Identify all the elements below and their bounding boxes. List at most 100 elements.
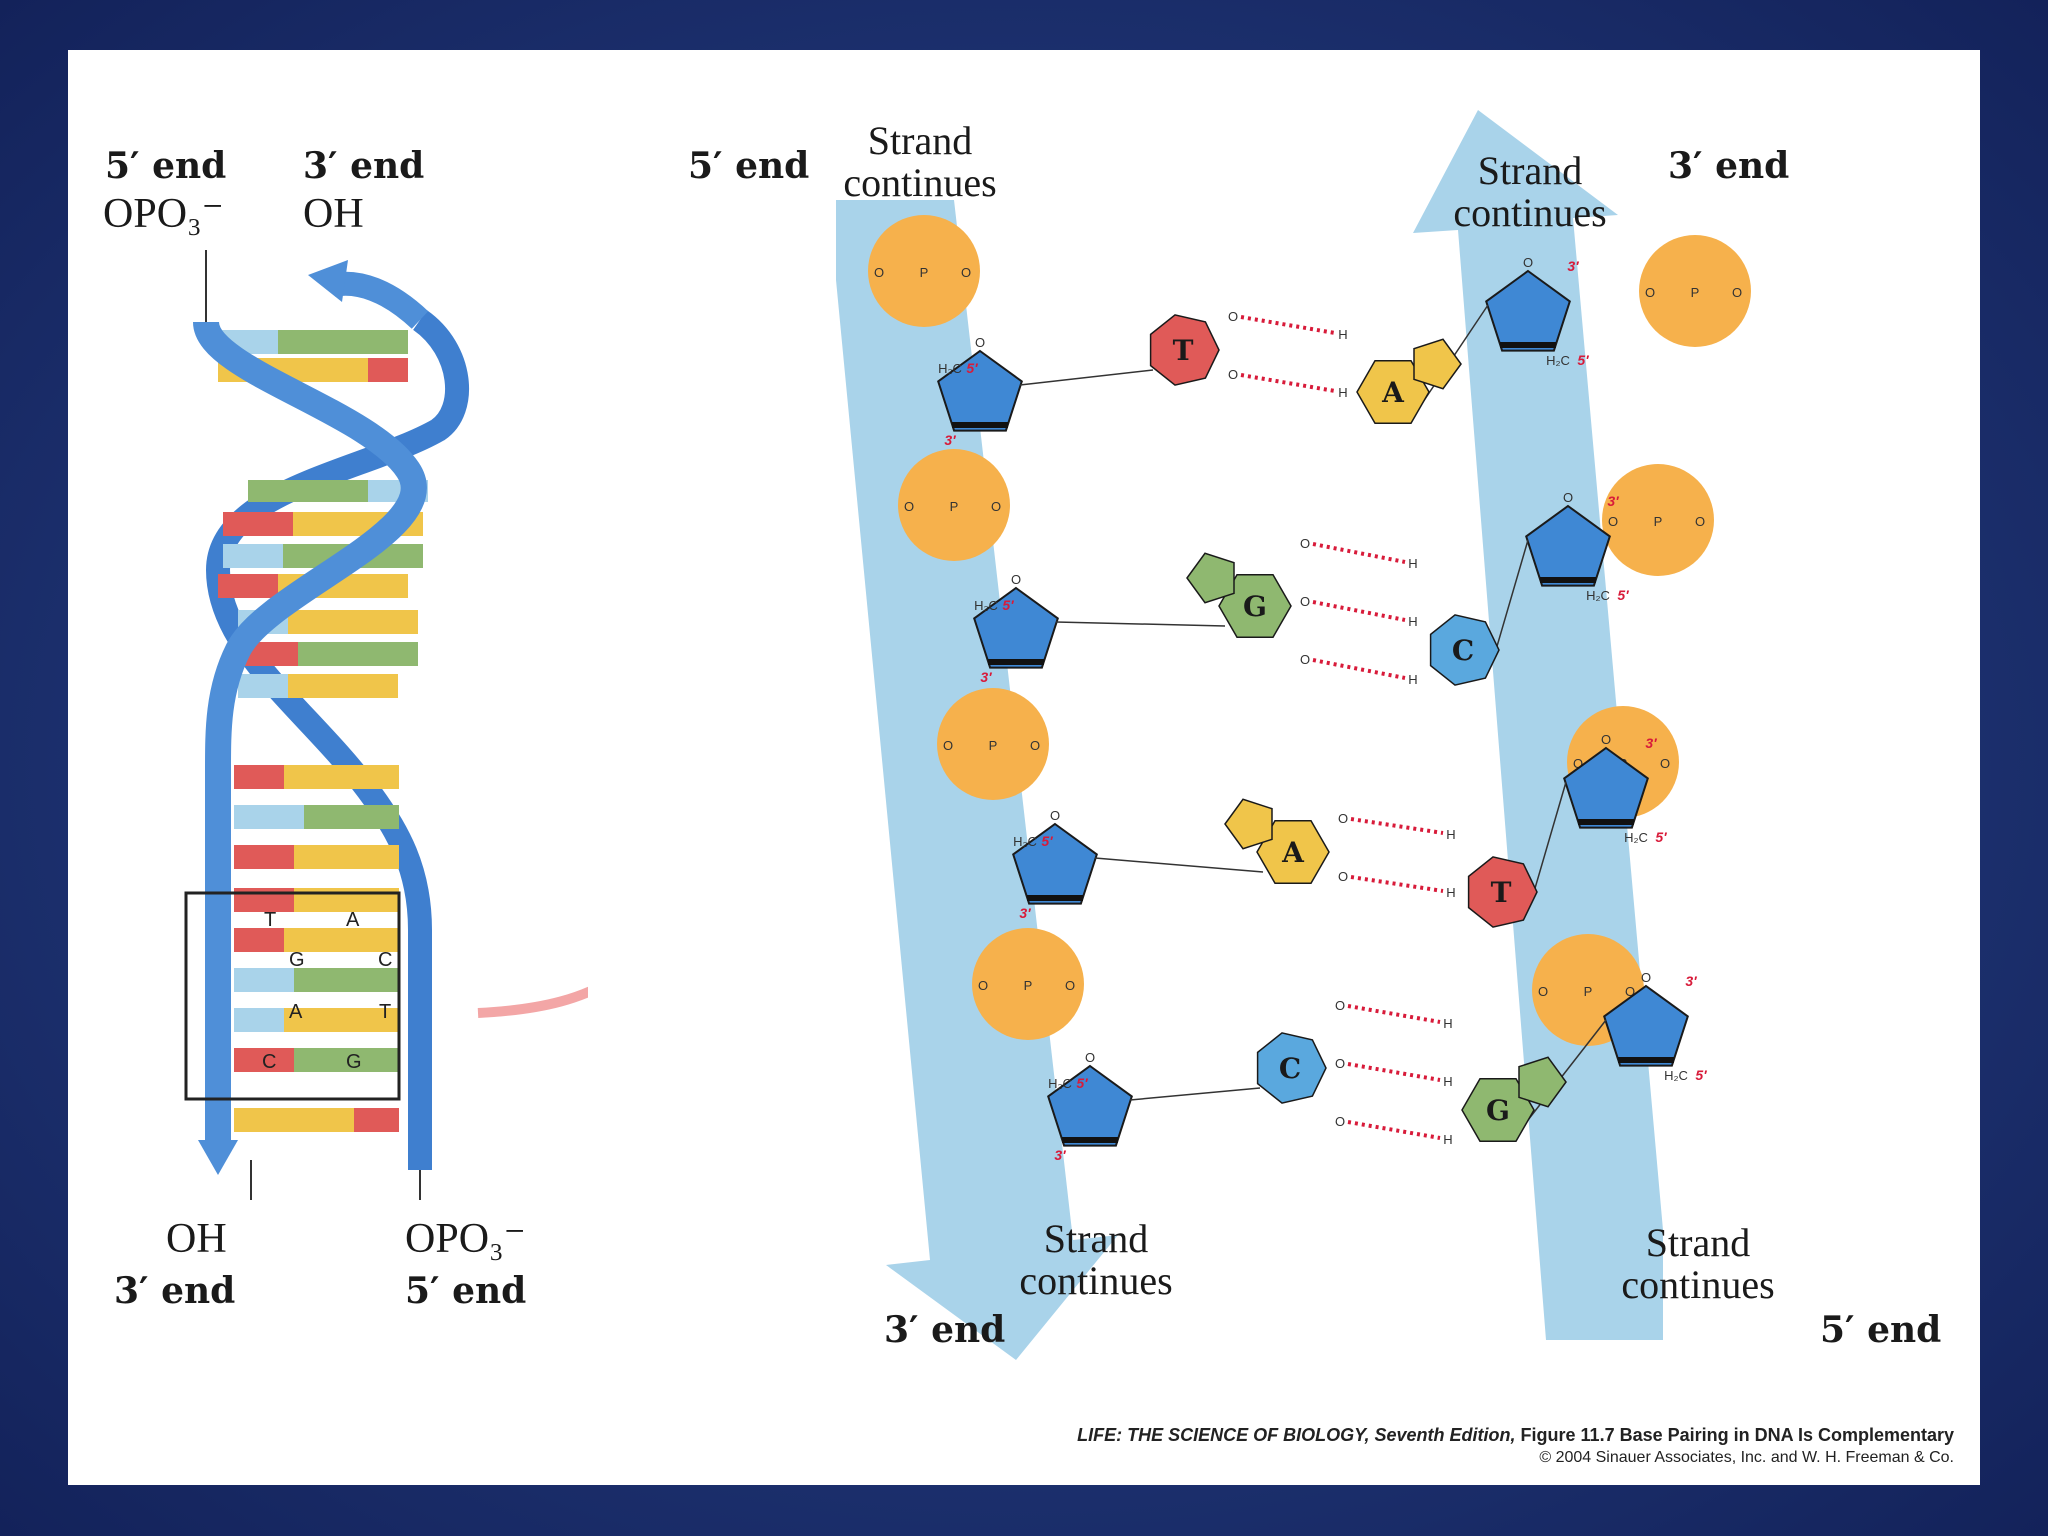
- helix-rungs: [218, 330, 428, 1132]
- sugar-left-4: [1047, 1064, 1133, 1147]
- sugar-left-2: [973, 586, 1059, 669]
- base-right-1-ring2: [1413, 338, 1462, 390]
- phosphate-right-1-o-right: O: [1625, 984, 1635, 999]
- base-right-2: [1429, 614, 1500, 686]
- highlight-box: [184, 891, 401, 1101]
- hbond-3-2-o: O: [1338, 869, 1348, 884]
- sugar-right-2-ch2: H₂C: [1586, 588, 1610, 603]
- hbond-4-2-o: O: [1335, 1056, 1345, 1071]
- sugar-right-2-o: O: [1563, 490, 1573, 505]
- sugar-right-3-3prime: 3′: [1645, 735, 1657, 751]
- base-left-1: [1149, 314, 1220, 386]
- caption-book-title: LIFE: THE SCIENCE OF BIOLOGY, Seventh Ed…: [1077, 1425, 1516, 1445]
- base-right-3-letter: T: [1491, 876, 1512, 909]
- base-right-2-letter: C: [1452, 634, 1474, 667]
- sugar-right-4-ch2: H₂C: [1664, 1068, 1688, 1083]
- boxed-pair-3-left: A: [289, 1001, 303, 1023]
- sugar-right-3-5prime: 5′: [1655, 829, 1667, 845]
- helix-bottom-left-group: OH: [166, 1216, 227, 1262]
- strand-continues-bottom-left: Strand continues: [1019, 1216, 1173, 1303]
- hbond-2-3: [1312, 658, 1406, 680]
- hbond-2-2: [1312, 600, 1406, 622]
- phosphate-right-1-o-left: O: [1538, 984, 1548, 999]
- base-left-3-letter: A: [1281, 836, 1305, 869]
- base-right-4: [1461, 1078, 1535, 1142]
- sugar-left-2-o: O: [1011, 572, 1021, 587]
- hbond-3-2: [1350, 875, 1444, 893]
- phosphate-right-4-o-left: O: [1645, 285, 1655, 300]
- hbond-1-2-o: O: [1228, 367, 1238, 382]
- hbond-2-2-h: H: [1408, 614, 1417, 629]
- base-left-4-letter: C: [1279, 1052, 1301, 1085]
- boxed-pair-2-right: C: [378, 949, 392, 971]
- phosphate-left-2-o-left: O: [904, 499, 914, 514]
- phosphate-right-4-o-right: O: [1732, 285, 1742, 300]
- hbond-4-1: [1347, 1004, 1441, 1024]
- base-right-4-ring2: [1518, 1056, 1567, 1108]
- phosphate-left-3-o-right: O: [1030, 738, 1040, 753]
- sugar-right-4-5prime: 5′: [1695, 1067, 1707, 1083]
- helix-top-right-end: 3′ end: [303, 145, 425, 187]
- boxed-pair-4-left: C: [262, 1051, 276, 1073]
- detail-left-top-end: 5′ end: [688, 145, 810, 187]
- strand-continues-top-left: Strand continues: [843, 118, 997, 205]
- helix-bottom-left-end: 3′ end: [114, 1270, 236, 1312]
- sugar-left-4-3prime: 3′: [1054, 1147, 1066, 1163]
- double-helix-illustration: T A G C A T C G: [184, 250, 588, 1200]
- sugar-right-2: [1525, 504, 1611, 587]
- phosphate-right-3: [1602, 464, 1714, 576]
- caption-figure-title: Figure 11.7 Base Pairing in DNA Is Compl…: [1515, 1425, 1954, 1445]
- caption-line-2: © 2004 Sinauer Associates, Inc. and W. H…: [1539, 1449, 1954, 1466]
- phosphate-left-1-p: P: [920, 265, 929, 280]
- hbond-4-3-h: H: [1443, 1132, 1452, 1147]
- boxed-pair-1-left: T: [264, 909, 276, 931]
- hbond-1-2-h: H: [1338, 385, 1347, 400]
- phosphate-left-3-o-left: O: [943, 738, 953, 753]
- sugar-left-3: [1012, 822, 1098, 905]
- phosphate-left-4-o-left: O: [978, 978, 988, 993]
- base-right-1: [1356, 360, 1430, 424]
- hbond-1-1-o: O: [1228, 309, 1238, 324]
- hbond-3-1: [1350, 817, 1444, 835]
- hbond-4-3-o: O: [1335, 1114, 1345, 1129]
- helix-top-left-group: OPO₃⁻: [103, 191, 224, 237]
- sugar-left-3-3prime: 3′: [1019, 905, 1031, 921]
- base-left-3-ring2: [1224, 798, 1273, 850]
- sugar-right-1-5prime: 5′: [1577, 352, 1589, 368]
- sugar-left-4-ch2: H₂C: [1048, 1076, 1072, 1091]
- sugar-right-3-o: O: [1601, 732, 1611, 747]
- sugar-right-3: [1563, 746, 1649, 829]
- sugar-left-2-ch2: H₂C: [974, 598, 998, 613]
- phosphate-left-2-p: P: [950, 499, 959, 514]
- sugar-right-2-5prime: 5′: [1617, 587, 1629, 603]
- sugar-right-4: [1603, 984, 1689, 1067]
- helix-bottom-right-end: 5′ end: [405, 1270, 527, 1312]
- sugar-right-1: [1485, 269, 1571, 352]
- sugar-left-1: [937, 349, 1023, 432]
- base-left-3: [1256, 820, 1330, 884]
- detail-right-bottom-end: 5′ end: [1820, 1309, 1942, 1351]
- hbond-2-1: [1312, 542, 1406, 564]
- phosphate-left-3-p: P: [989, 738, 998, 753]
- hbond-1-1-h: H: [1338, 327, 1347, 342]
- hbond-2-1-h: H: [1408, 556, 1417, 571]
- phosphate-right-3-p: P: [1654, 514, 1663, 529]
- sugar-right-3-ch2: H₂C: [1624, 830, 1648, 845]
- hbond-4-2: [1347, 1062, 1441, 1082]
- hbond-3-2-h: H: [1446, 885, 1455, 900]
- boxed-pair-4-right: G: [346, 1051, 362, 1073]
- sugar-left-1-ch2: H₂C: [938, 361, 962, 376]
- sugar-left-3-5prime: 5′: [1041, 833, 1053, 849]
- base-right-3: [1467, 856, 1538, 928]
- glycosidic-right-2: [1492, 539, 1529, 661]
- phosphate-left-1: [868, 215, 980, 327]
- detail-left-bottom-end: 3′ end: [884, 1309, 1006, 1351]
- sugar-right-2-3prime: 3′: [1607, 493, 1619, 509]
- hbond-2-1-o: O: [1300, 536, 1310, 551]
- sugar-left-2-3prime: 3′: [980, 669, 992, 685]
- phosphate-right-1-p: P: [1584, 984, 1593, 999]
- hbond-2-2-o: O: [1300, 594, 1310, 609]
- helix-top-left-end: 5′ end: [105, 145, 227, 187]
- phosphate-left-2: [898, 449, 1010, 561]
- phosphate-right-4-p: P: [1691, 285, 1700, 300]
